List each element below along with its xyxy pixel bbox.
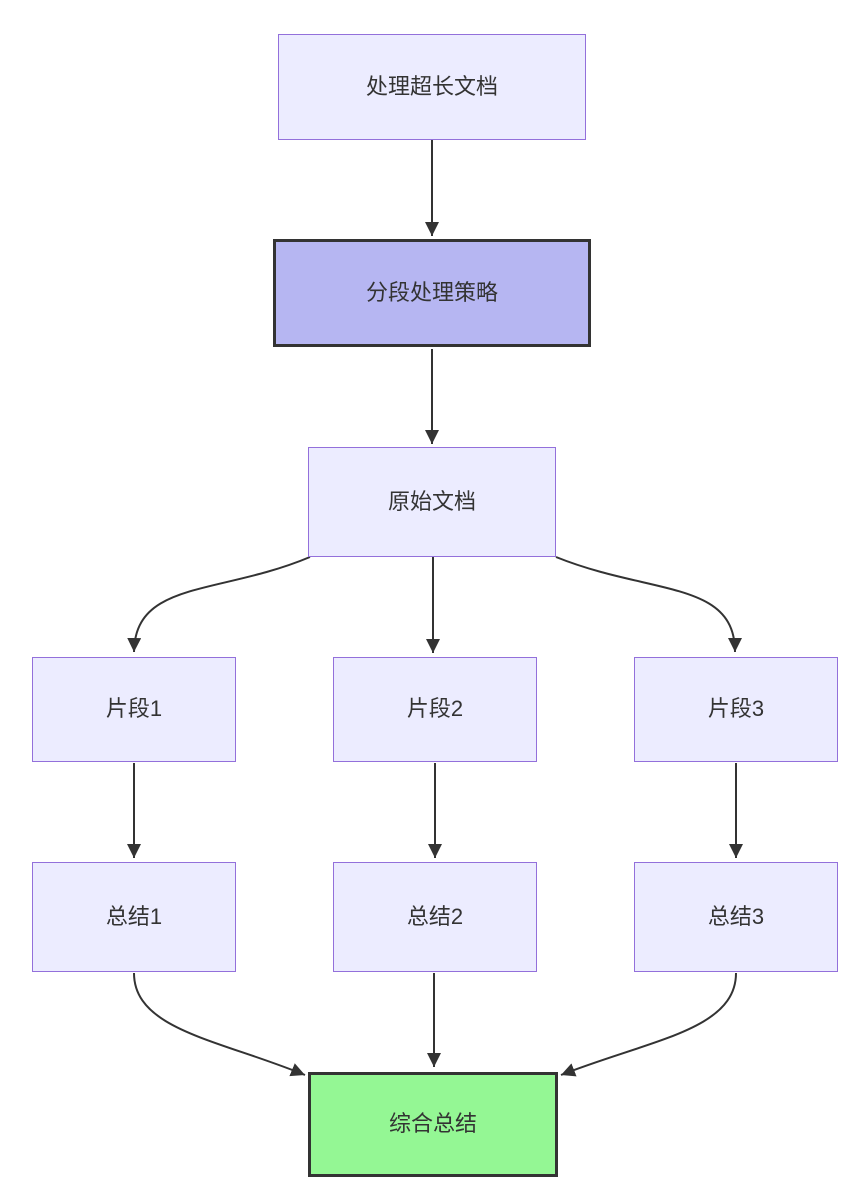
node-summary-1: 总结1	[32, 862, 236, 972]
node-label: 总结1	[105, 903, 163, 929]
node-label: 片段3	[707, 696, 765, 722]
node-fragment-1: 片段1	[32, 657, 236, 762]
node-process-long-document: 处理超长文档	[278, 34, 586, 140]
node-label: 处理超长文档	[365, 73, 498, 99]
node-combined-summary: 综合总结	[308, 1072, 558, 1177]
node-summary-3: 总结3	[634, 862, 838, 972]
node-fragment-3: 片段3	[634, 657, 838, 762]
node-label: 原始文档	[387, 488, 476, 514]
node-label: 片段1	[105, 696, 163, 722]
node-original-document: 原始文档	[308, 447, 556, 557]
edge-g-j	[133, 972, 306, 1077]
node-label: 片段2	[406, 696, 464, 722]
node-label: 分段处理策略	[365, 279, 498, 305]
node-fragment-2: 片段2	[333, 657, 537, 762]
node-label: 综合总结	[388, 1111, 477, 1137]
node-label: 总结3	[707, 903, 765, 929]
node-summary-2: 总结2	[333, 862, 537, 972]
edge-c-f	[555, 556, 742, 653]
node-label: 总结2	[406, 903, 464, 929]
edge-i-j	[560, 972, 737, 1077]
edge-c-d	[127, 556, 311, 653]
node-segmentation-strategy: 分段处理策略	[273, 239, 591, 347]
